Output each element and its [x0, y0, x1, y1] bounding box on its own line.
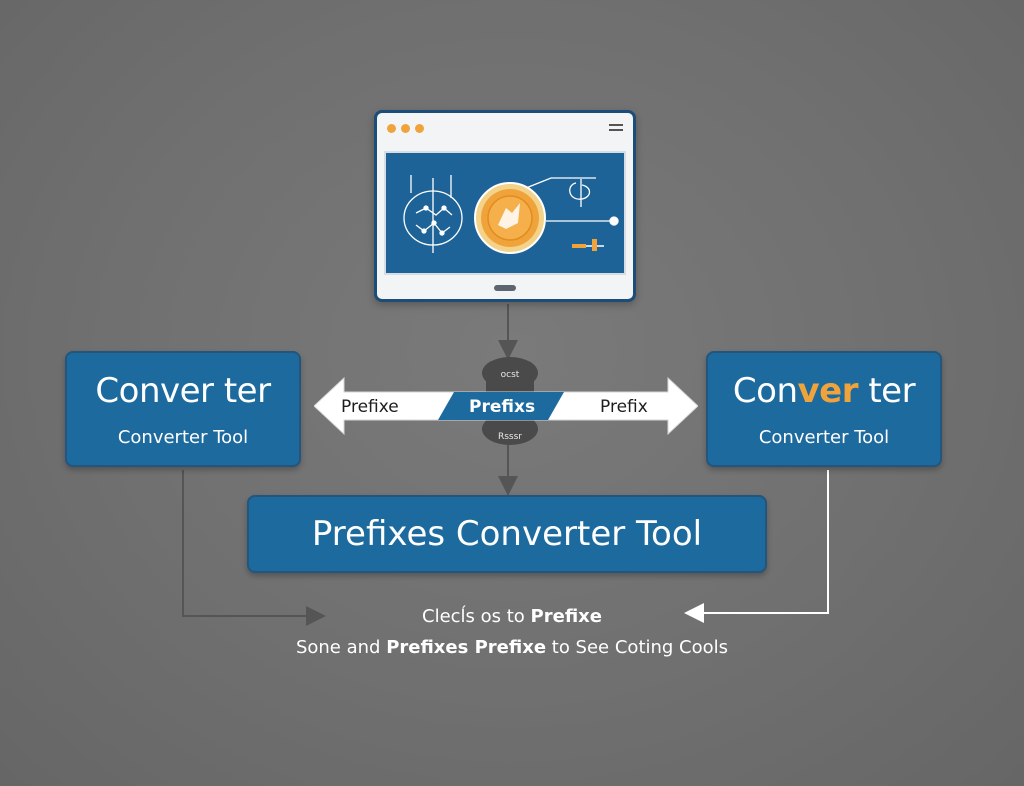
- left-converter-card: Conver ter Converter Tool: [65, 351, 301, 467]
- home-bar: [494, 285, 516, 291]
- caption-line-1-text: Clecĺs os to: [422, 606, 531, 627]
- browser-screen: [384, 151, 626, 275]
- caption-line-1: Clecĺs os to Prefixe: [0, 606, 1024, 627]
- right-card-title-part3: ter: [858, 371, 916, 411]
- caption-line-2-bold: Prefixes Prefixe: [386, 637, 547, 658]
- left-card-subtitle: Converter Tool: [117, 427, 249, 448]
- slider-icon: [572, 239, 604, 251]
- caption-line-2-end: to See Coting Cools: [546, 637, 729, 658]
- network-node-icon: [525, 177, 619, 226]
- arrow-right-label: Prefix: [600, 397, 648, 417]
- badge-top-text: ocst: [501, 370, 520, 380]
- right-card-connector: [684, 470, 829, 623]
- caption-line-2-text: Sone and: [295, 637, 387, 658]
- right-card-title-highlight: ver: [797, 371, 859, 411]
- double-arrow: [314, 376, 698, 436]
- right-card-title-part1: Con: [732, 371, 798, 411]
- circuit-brain-icon: [403, 175, 463, 253]
- window-dot-icon: [415, 124, 424, 133]
- right-card-subtitle: Converter Tool: [758, 427, 890, 448]
- right-converter-card: Conver ter Converter Tool: [706, 351, 942, 467]
- badge-bottom-text: Rsssr: [498, 432, 522, 442]
- caption-line-2: Sone and Prefixes Prefixe to See Coting …: [0, 637, 1024, 658]
- window-dot-icon: [401, 124, 410, 133]
- hamburger-icon: [609, 124, 623, 131]
- arrow-center-label: Prefixs: [469, 397, 536, 417]
- left-card-connector: [182, 470, 326, 626]
- coin-icon: [474, 182, 546, 254]
- left-card-title: Conver ter: [95, 371, 271, 411]
- caption-line-1-bold: Prefixe: [530, 606, 602, 627]
- window-dot-icon: [387, 124, 396, 133]
- arrow-left-label: Prefixe: [341, 397, 399, 417]
- right-card-title: Conver ter: [708, 371, 940, 411]
- browser-window-illustration: [374, 110, 636, 302]
- main-banner: Prefixes Converter Tool: [247, 495, 767, 573]
